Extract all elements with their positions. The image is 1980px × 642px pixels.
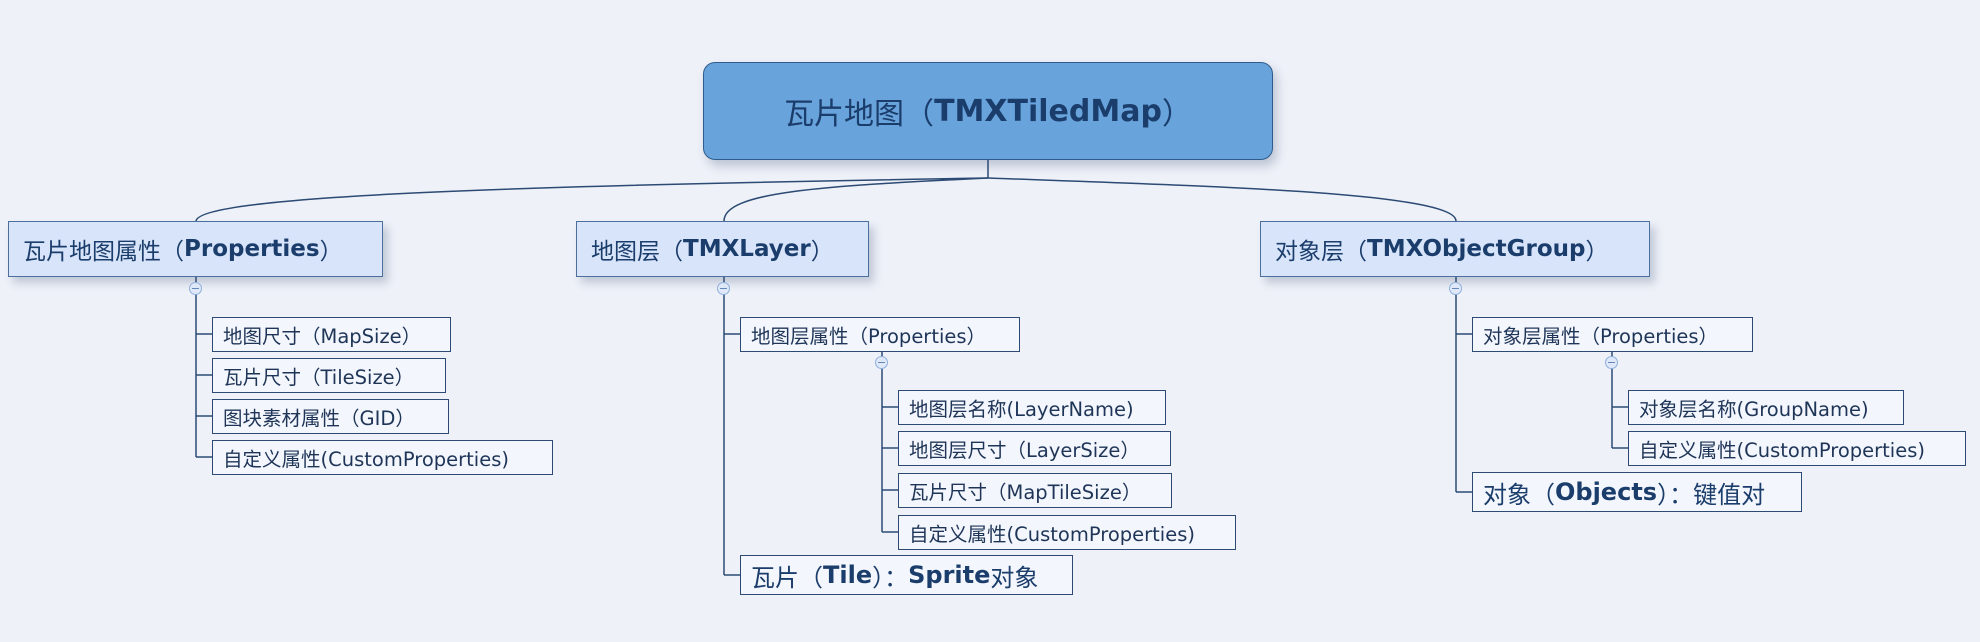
leaf-objectgroup-customproperties[interactable]: 自定义属性(CustomProperties) (1628, 431, 1966, 466)
root-node-label-post: ） (1161, 97, 1192, 132)
branch-layer-label-pre: 地图层（ (591, 239, 683, 265)
leaf-objectgroup-properties-label: 对象层属性（Properties） (1483, 325, 1719, 348)
collapse-toggle-icon[interactable]: − (717, 282, 730, 295)
collapse-toggle-icon[interactable]: − (189, 282, 202, 295)
branch-tmxobjectgroup[interactable]: 对象层（TMXObjectGroup） (1260, 221, 1650, 277)
leaf-layer-properties[interactable]: 地图层属性（Properties） (740, 317, 1020, 352)
leaf-tilesize[interactable]: 瓦片尺寸（TileSize） (212, 358, 446, 393)
leaf-tile-label-post: 对象 (990, 563, 1039, 592)
leaf-mapsize-label: 地图尺寸（MapSize） (223, 325, 422, 348)
connector-root-properties (195, 177, 989, 222)
root-node-label-pre: 瓦片地图（ (784, 97, 935, 132)
leaf-groupname-label: 对象层名称(GroupName) (1639, 398, 1869, 421)
leaf-groupname[interactable]: 对象层名称(GroupName) (1628, 390, 1904, 425)
branch-properties[interactable]: 瓦片地图属性（Properties） (8, 221, 383, 277)
leaf-layer-properties-label: 地图层属性（Properties） (751, 325, 987, 348)
branch-layer-label-post: ） (810, 239, 834, 265)
leaf-tilesize-label: 瓦片尺寸（TileSize） (223, 366, 415, 389)
root-node-label-bold: TMXTiledMap (934, 93, 1162, 129)
branch-properties-label-post: ） (319, 239, 343, 265)
collapse-toggle-icon[interactable]: − (1449, 282, 1462, 295)
branch-layer-label-bold: TMXLayer (683, 236, 811, 262)
leaf-layersize-label: 地图层尺寸（LayerSize） (909, 439, 1140, 462)
leaf-maptilesize[interactable]: 瓦片尺寸（MapTileSize） (898, 473, 1172, 508)
leaf-tile-label-bold: Tile (823, 561, 873, 589)
leaf-customproperties[interactable]: 自定义属性(CustomProperties) (212, 440, 553, 475)
branch-objectgroup-label-bold: TMXObjectGroup (1367, 236, 1586, 262)
leaf-layername[interactable]: 地图层名称(LayerName) (898, 390, 1166, 425)
leaf-objects-label-bold: Objects (1555, 478, 1658, 506)
leaf-objects-label-post: ）：键值对 (1657, 480, 1766, 509)
leaf-maptilesize-label: 瓦片尺寸（MapTileSize） (909, 481, 1142, 504)
branch-objectgroup-label-pre: 对象层（ (1275, 239, 1367, 265)
collapse-toggle-icon[interactable]: − (875, 356, 888, 369)
branch-properties-label-bold: Properties (184, 236, 320, 262)
leaf-layer-customproperties[interactable]: 自定义属性(CustomProperties) (898, 515, 1236, 550)
leaf-gid-label: 图块素材属性（GID） (223, 407, 415, 430)
leaf-layersize[interactable]: 地图层尺寸（LayerSize） (898, 431, 1171, 466)
leaf-objectgroup-customproperties-label: 自定义属性(CustomProperties) (1639, 439, 1925, 462)
branch-properties-label-pre: 瓦片地图属性（ (23, 239, 184, 265)
leaf-objectgroup-properties[interactable]: 对象层属性（Properties） (1472, 317, 1753, 352)
leaf-objects[interactable]: 对象（Objects）：键值对 (1472, 472, 1802, 512)
leaf-gid[interactable]: 图块素材属性（GID） (212, 399, 449, 434)
leaf-customproperties-label: 自定义属性(CustomProperties) (223, 448, 509, 471)
leaf-tile-label-mid: ）： (872, 563, 909, 592)
leaf-layername-label: 地图层名称(LayerName) (909, 398, 1134, 421)
connector-root-objectgroup (987, 177, 1457, 222)
connector-root-layer (723, 177, 989, 222)
leaf-tile-label-pre: 瓦片（ (751, 563, 823, 592)
leaf-layer-customproperties-label: 自定义属性(CustomProperties) (909, 523, 1195, 546)
collapse-toggle-icon[interactable]: − (1605, 356, 1618, 369)
leaf-tile-label-bold2: Sprite (908, 561, 991, 589)
leaf-mapsize[interactable]: 地图尺寸（MapSize） (212, 317, 451, 352)
root-node-tmxtiledmap[interactable]: 瓦片地图（TMXTiledMap） (703, 62, 1273, 160)
branch-objectgroup-label-post: ） (1585, 239, 1609, 265)
leaf-objects-label-pre: 对象（ (1483, 480, 1555, 509)
branch-tmxlayer[interactable]: 地图层（TMXLayer） (576, 221, 869, 277)
